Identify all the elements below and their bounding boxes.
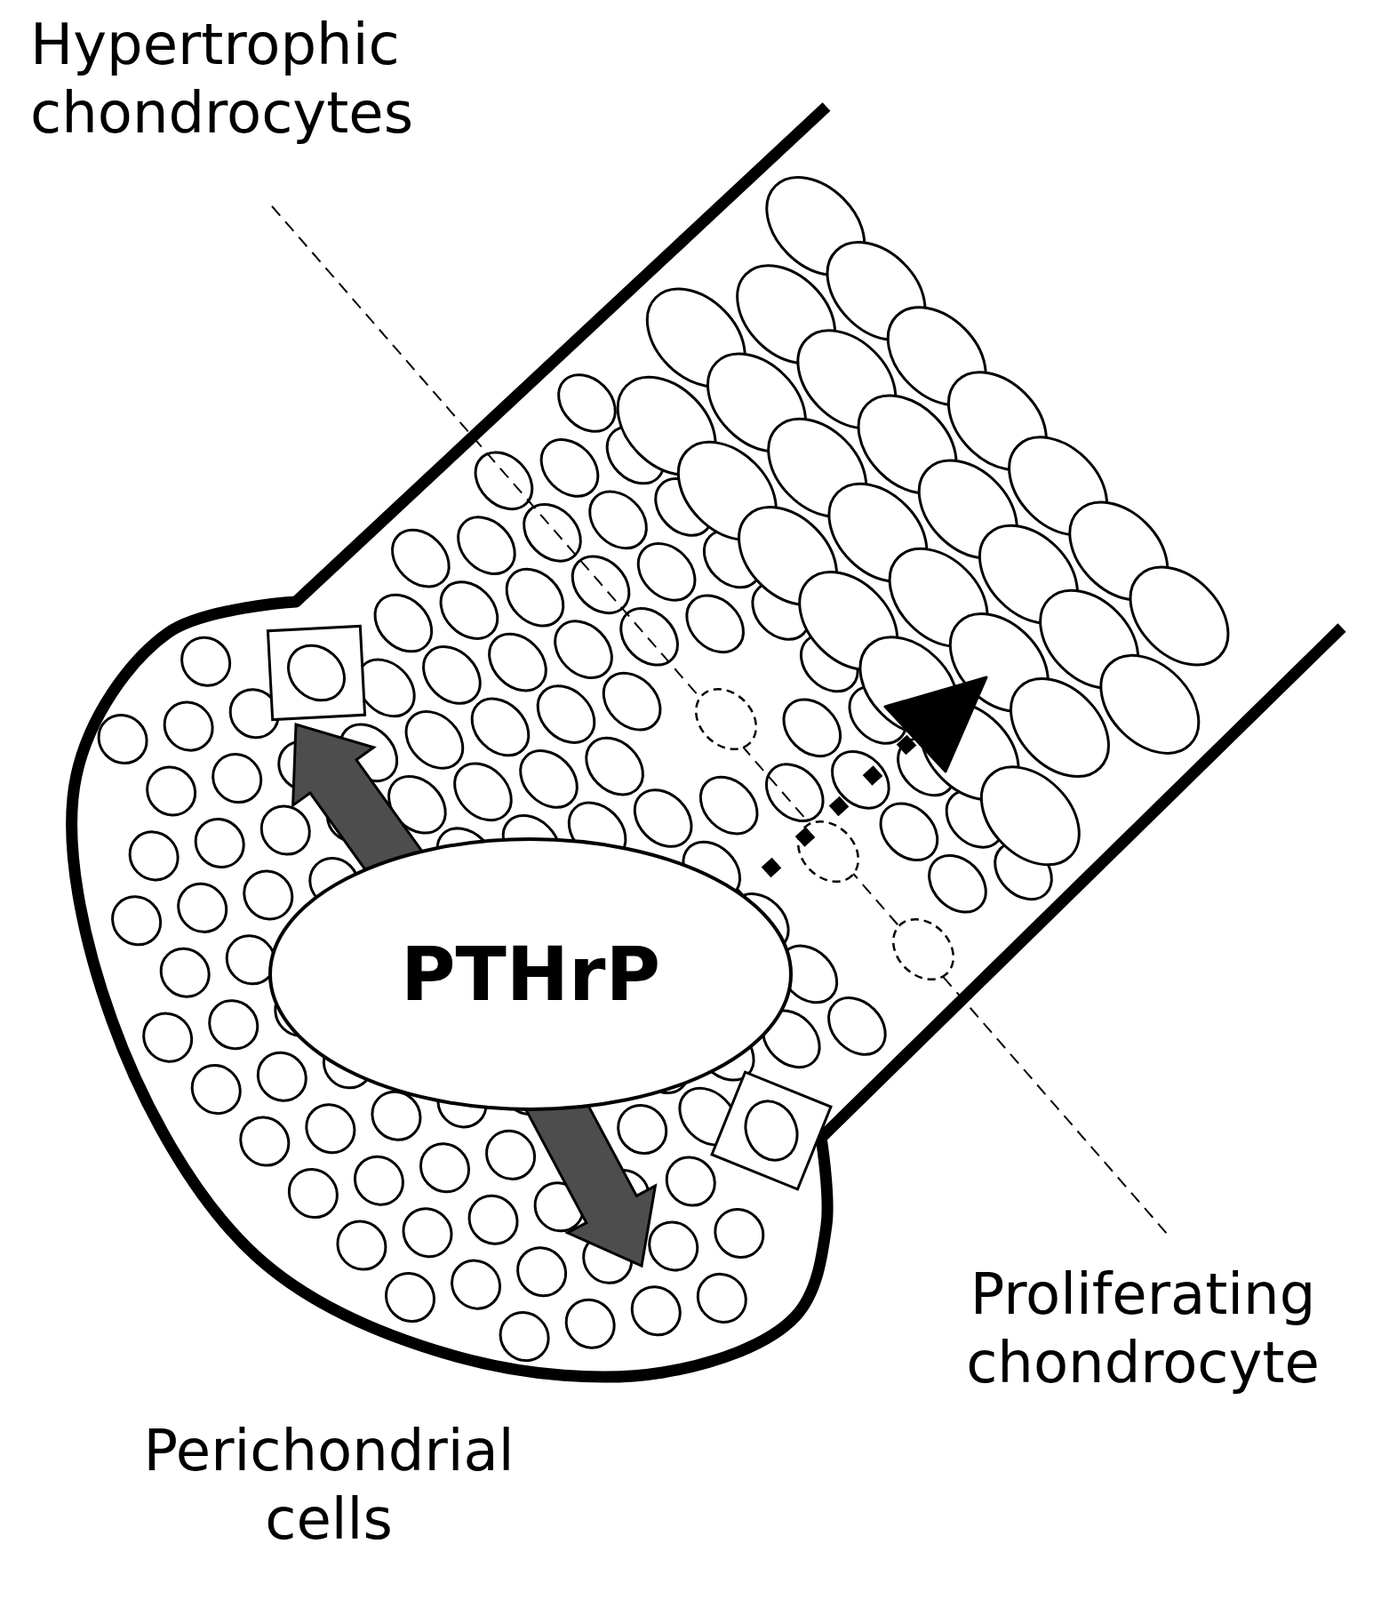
chondrocyte: [251, 796, 320, 864]
chondrocyte: [817, 986, 897, 1066]
chondrocyte: [182, 1054, 250, 1123]
chondrocyte: [375, 1262, 444, 1331]
dotted-arrow-head: [885, 677, 987, 772]
illustration-marks: [267, 206, 1168, 1266]
signal-name: PTHrP: [400, 933, 661, 1015]
dotted-arrow-dot: [862, 765, 884, 786]
chondrocyte: [199, 990, 268, 1059]
chondrocyte: [607, 1094, 676, 1163]
chondrocyte: [689, 766, 769, 846]
bone-outline-path: [71, 106, 1342, 1377]
chondrocyte: [102, 886, 170, 955]
chondrocyte: [203, 743, 272, 812]
chondrocyte: [755, 752, 835, 832]
highlighted-cell: [786, 809, 871, 895]
ellipse-shape: [270, 838, 791, 1110]
chondrocyte: [277, 633, 356, 711]
chondrocyte: [490, 1301, 559, 1370]
chondrocyte: [327, 1211, 396, 1279]
chondrocyte: [154, 692, 223, 760]
chondrocyte: [136, 757, 205, 825]
chondrocyte: [231, 1107, 299, 1175]
chondrocyte: [1111, 548, 1248, 685]
chondrocyte: [556, 1289, 624, 1358]
hypertrophic-label: Hypertrophic chondrocytes: [30, 10, 564, 148]
chondrocyte: [656, 1147, 725, 1215]
perichondrial-label: Perichondrial cells: [79, 1416, 578, 1554]
chondrocyte: [622, 1277, 690, 1345]
dotted-arrow-dot: [829, 796, 850, 817]
chondrocyte: [171, 627, 240, 695]
chondrocyte: [151, 938, 219, 1006]
chondrocyte-cells: [88, 158, 1247, 1371]
chondrocyte: [592, 662, 672, 742]
chondrocyte: [119, 822, 188, 890]
chondrocyte: [279, 1158, 347, 1227]
chondrocyte: [168, 873, 237, 942]
dotted-arrow-dot: [795, 826, 816, 847]
perichondrial-cell-box: [711, 1071, 831, 1190]
square-marker: [711, 1071, 831, 1190]
chondrocyte: [705, 1198, 774, 1267]
proliferating-label: Proliferating chondrocyte: [902, 1260, 1383, 1397]
chondrocyte: [185, 808, 254, 877]
chondrocyte: [344, 1146, 413, 1214]
bone-outline: [71, 106, 1342, 1377]
dotted-arrow-dot: [761, 857, 783, 879]
chondrocyte: [441, 1250, 510, 1318]
chondrocyte: [687, 1263, 756, 1332]
square-marker: [267, 625, 365, 719]
signal-ellipse: PTHrP: [267, 836, 794, 1112]
chondrocyte: [410, 1133, 479, 1202]
chondrocyte: [507, 1237, 575, 1306]
chondrocyte: [476, 1120, 544, 1189]
highlighted-cell: [881, 907, 966, 992]
chondrocyte: [393, 1197, 462, 1266]
chondrocyte: [296, 1094, 365, 1163]
chondrocyte: [736, 1093, 807, 1168]
highlighted-cell: [684, 677, 769, 762]
perichondrial-cell-box: [267, 625, 365, 719]
chondrocyte: [459, 1185, 527, 1254]
chondrocyte: [918, 844, 998, 924]
chondrocyte: [247, 1042, 316, 1110]
chondrocyte: [133, 1003, 201, 1071]
chondrocyte: [675, 583, 755, 663]
